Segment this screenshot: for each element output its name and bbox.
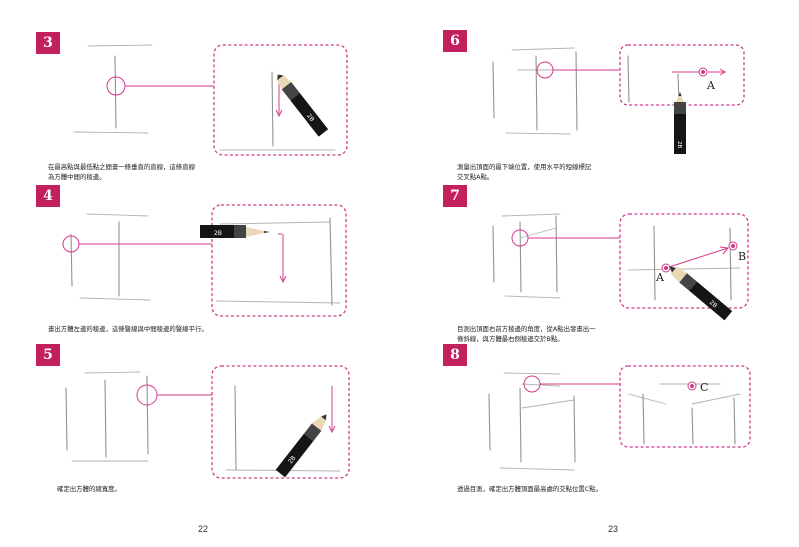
step-6-number: 6 (443, 30, 467, 52)
step-5-pencil-label: 2B (287, 455, 297, 466)
step-7-number: 7 (443, 185, 467, 207)
page-number-right: 23 (608, 524, 619, 534)
step-5-pencil: 2B (275, 414, 327, 478)
step-6-caption: 測量出頂面的最下端位置，使用水平的短線標記 交叉點A點。 (457, 162, 697, 182)
step-5-caption-line1: 確定出方體的總寬度。 (57, 485, 121, 493)
step-3-caption-line2: 為方體中間的稜邊。 (48, 173, 106, 181)
step-8-number: 8 (443, 344, 467, 366)
step-7-label-a: A (655, 271, 665, 284)
step-7-zoom-box (619, 213, 749, 309)
step-7-caption: 目測出頂面右前方稜邊的角度，從A點出發畫出一 條斜線，與方體最右側稜邊交於B點。 (457, 324, 697, 344)
step-8-caption: 透過目測，確定出方體頂面最高處的交點位置C點。 (457, 484, 697, 494)
step-4-pencil-label: 2B (214, 230, 222, 237)
step-7-caption-line1: 目測出頂面右前方稜邊的角度，從A點出發畫出一 (457, 325, 596, 333)
step-8-caption-line1: 透過目測，確定出方體頂面最高處的交點位置C點。 (457, 485, 603, 493)
step-3-figure: 2B (73, 44, 348, 156)
step-8-label-c: C (700, 381, 708, 394)
step-3-caption-line1: 在最高點與最低點之間畫一條垂直的直線，這條直線 (48, 163, 195, 171)
step-3-caption: 在最高點與最低點之間畫一條垂直的直線，這條直線 為方體中間的稜邊。 (48, 162, 288, 182)
step-3-number: 3 (36, 32, 60, 54)
step-7-caption-line2: 條斜線，與方體最右側稜邊交於B點。 (457, 335, 564, 343)
step-5-number: 5 (36, 344, 60, 366)
step-5-caption: 確定出方體的總寬度。 (57, 484, 297, 494)
step-4-pencil: 2B (200, 225, 270, 238)
step-6-zoom-box (619, 44, 745, 106)
step-5-figure: 2B (65, 365, 350, 479)
step-7-pencil-label: 2B (708, 299, 719, 309)
page-number-left: 22 (198, 524, 209, 534)
step-6-pencil-label: 2B (676, 141, 682, 148)
step-6-caption-line2: 交叉點A點。 (457, 173, 494, 181)
step-6-label-a: A (706, 79, 716, 92)
step-8-zoom-box (619, 365, 751, 448)
step-4-number: 4 (36, 185, 60, 207)
step-4-caption-line1: 畫出方體左邊的稜邊，這條豎線與中間稜邊的豎線平行。 (48, 325, 208, 333)
step-6-caption-line1: 測量出頂面的最下端位置，使用水平的短線標記 (457, 163, 592, 171)
step-6-pencil: 2B (674, 92, 686, 154)
step-7-figure: A B 2B (492, 213, 749, 321)
step-7-label-b: B (738, 250, 746, 263)
step-3-pencil-label: 2B (305, 112, 315, 123)
step-6-figure: A 2B (492, 44, 745, 154)
step-5-zoom-box (211, 365, 350, 479)
step-3-pencil: 2B (277, 74, 329, 137)
step-8-figure: C (488, 365, 751, 471)
step-4-caption: 畫出方體左邊的稜邊，這條豎線與中間稜邊的豎線平行。 (48, 324, 288, 334)
step-4-figure: 2B (62, 204, 347, 317)
step-7-pencil: 2B (669, 266, 733, 321)
step-3-zoom-box (213, 44, 348, 156)
